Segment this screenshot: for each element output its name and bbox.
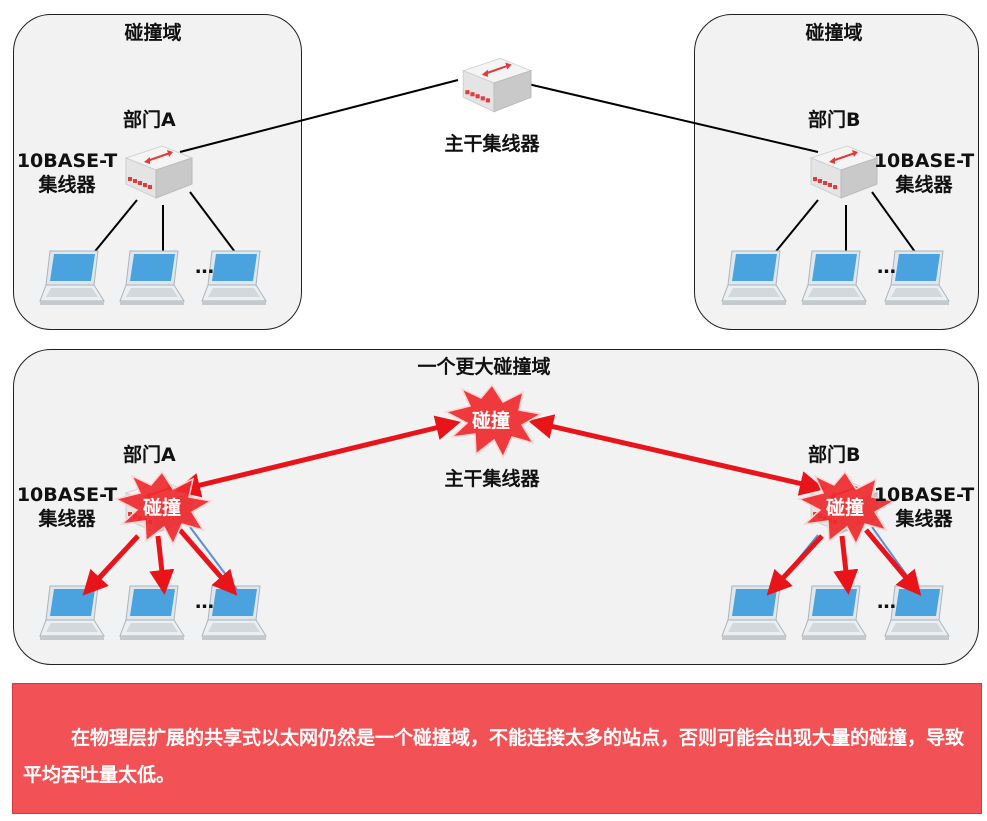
collision-burst-icon xyxy=(796,470,897,546)
backbone-hub-label: 主干集线器 xyxy=(444,133,540,155)
ellipsis-b-bottom: … xyxy=(877,591,896,613)
hub-b-type-label: 10BASE-T xyxy=(873,150,975,172)
collision-arrow xyxy=(864,528,922,596)
collision-text-center: 碰撞 xyxy=(471,410,511,432)
laptop-icon xyxy=(721,250,787,306)
hub-a-type-label: 10BASE-T xyxy=(16,150,118,172)
laptop-icon xyxy=(39,585,105,641)
laptop-icon xyxy=(119,250,185,306)
note-box: 在物理层扩展的共享式以太网仍然是一个碰撞域，不能连接太多的站点，否则可能会出现大… xyxy=(12,683,982,814)
dept-b-label: 部门B xyxy=(808,109,861,131)
backbone-hub-label-bottom: 主干集线器 xyxy=(444,468,540,490)
hub-b-name-label-bottom: 集线器 xyxy=(895,508,953,530)
hub-b-icon xyxy=(810,145,878,199)
ellipsis-a: … xyxy=(195,256,214,278)
collision-text-right: 碰撞 xyxy=(825,497,865,519)
collision-text-left: 碰撞 xyxy=(142,497,182,519)
dept-b-label-bottom: 部门B xyxy=(808,444,861,466)
hub-a-icon xyxy=(125,145,193,199)
collision-arrow xyxy=(833,535,859,595)
collision-burst-icon xyxy=(443,383,544,459)
collision-domain-label-right: 碰撞域 xyxy=(805,22,863,44)
collision-arrow xyxy=(766,534,824,596)
hub-a-name-label-bottom: 集线器 xyxy=(38,508,96,530)
laptop-icon xyxy=(119,585,185,641)
collision-arrow xyxy=(528,414,825,496)
hub-a-name-label: 集线器 xyxy=(38,174,96,196)
note-text: 在物理层扩展的共享式以太网仍然是一个碰撞域，不能连接太多的站点，否则可能会出现大… xyxy=(23,727,965,786)
collision-burst-icon xyxy=(113,470,214,546)
laptop-icon xyxy=(801,585,867,641)
dept-a-label-bottom: 部门A xyxy=(123,444,176,466)
backbone-hub-icon xyxy=(462,57,532,113)
laptop-icon xyxy=(39,250,105,306)
ellipsis-b: … xyxy=(877,256,896,278)
dept-a-label: 部门A xyxy=(123,109,176,131)
collision-arrow xyxy=(175,415,461,498)
hub-b-name-label: 集线器 xyxy=(895,174,953,196)
laptop-icon xyxy=(721,585,787,641)
collision-arrow xyxy=(178,528,238,596)
ellipsis-a-bottom: … xyxy=(195,591,214,613)
large-collision-domain-label: 一个更大碰撞域 xyxy=(417,356,551,378)
collision-domain-label-left: 碰撞域 xyxy=(124,22,182,44)
collision-arrow xyxy=(82,534,140,596)
collision-arrow xyxy=(149,535,175,595)
hub-b-type-label-bottom: 10BASE-T xyxy=(873,484,975,506)
laptop-icon xyxy=(801,250,867,306)
hub-a-type-label-bottom: 10BASE-T xyxy=(16,484,118,506)
